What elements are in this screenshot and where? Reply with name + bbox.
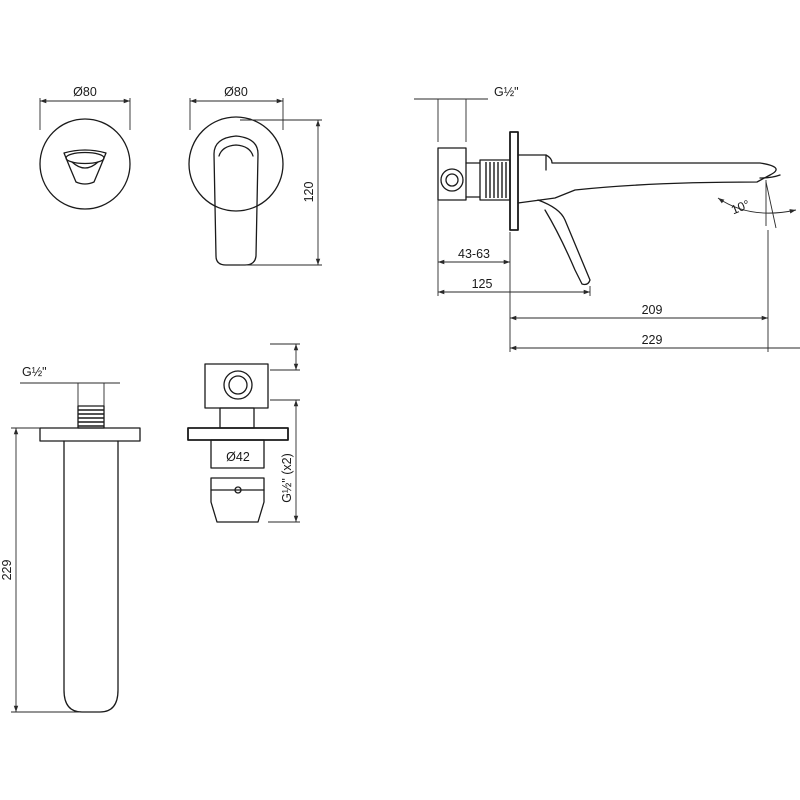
mixer-side-view: G½" 10° 43- bbox=[414, 85, 800, 352]
diverter-knob bbox=[63, 149, 107, 185]
handle-height-label: 120 bbox=[302, 182, 316, 203]
projection-125-label: 125 bbox=[472, 277, 493, 291]
spout-connection-label: G½" bbox=[22, 365, 47, 379]
projection-209-label: 209 bbox=[642, 303, 663, 317]
spout-length-label: 229 bbox=[0, 560, 14, 581]
spout-top-view: G½" 229 bbox=[0, 365, 141, 713]
spout-side bbox=[517, 154, 777, 204]
concealed-body-view: Ø42 G½" (x2) bbox=[187, 343, 300, 523]
side-connection-label: G½" bbox=[494, 85, 519, 99]
spout-angle-label: 10° bbox=[729, 197, 752, 217]
handle-front-view: Ø80 120 bbox=[188, 85, 322, 266]
projection-229-label: 229 bbox=[642, 333, 663, 347]
body-connection-label: G½" (x2) bbox=[280, 453, 294, 503]
body-diameter-label: Ø42 bbox=[226, 450, 250, 464]
spout-body-top bbox=[63, 440, 119, 713]
rosette-front-view: Ø80 bbox=[39, 85, 131, 210]
handle-rosette-diameter-label: Ø80 bbox=[224, 85, 248, 99]
rosette-diameter-label: Ø80 bbox=[73, 85, 97, 99]
lever-side bbox=[537, 199, 591, 286]
wall-depth-label: 43-63 bbox=[458, 247, 490, 261]
lever-handle bbox=[213, 135, 259, 266]
